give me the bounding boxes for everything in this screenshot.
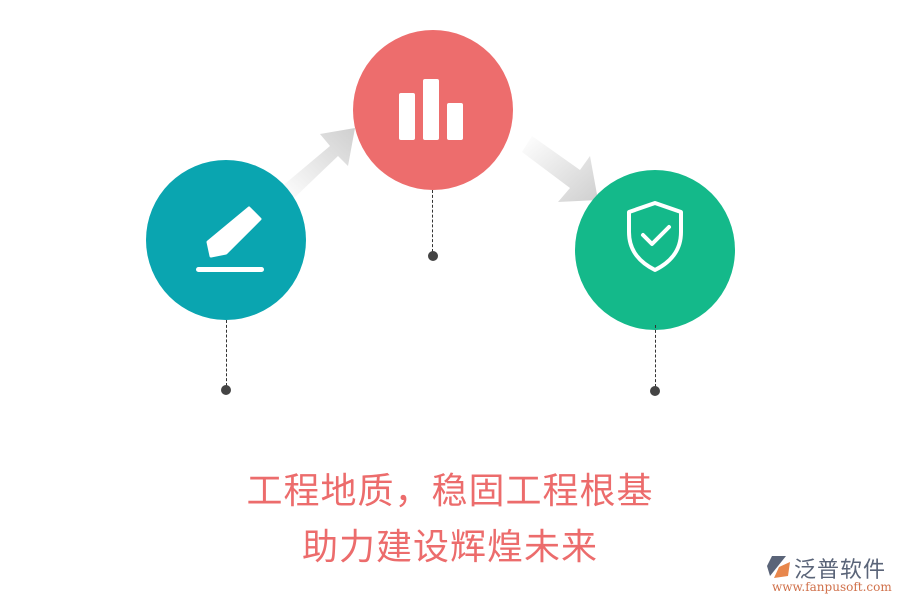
step-3-dot (650, 386, 660, 396)
brand-logo: 泛普软件 www.fanpusoft.com (766, 552, 896, 596)
arrow-up-right-icon (280, 128, 355, 200)
headline-line-1: 工程地质，稳固工程根基 (246, 471, 654, 512)
arrow-down-right-icon (522, 136, 598, 202)
step-2-dot (428, 251, 438, 261)
headline-line-2: 助力建设辉煌未来 (301, 527, 598, 568)
bar-chart-icon (399, 79, 463, 140)
brand-url: www.fanpusoft.com (772, 580, 892, 594)
edit-icon (196, 206, 264, 272)
step-1-circle (146, 160, 306, 320)
step-2-connector (432, 190, 433, 252)
brand-name: 泛普软件 (794, 558, 887, 583)
step-1-dot (221, 385, 231, 395)
step-1-connector (226, 320, 227, 386)
step-2-circle (353, 30, 513, 190)
step-3-connector (655, 325, 656, 387)
step-3-circle (575, 170, 735, 330)
shield-check-icon (627, 201, 683, 272)
brand-logo-icon (767, 556, 790, 578)
